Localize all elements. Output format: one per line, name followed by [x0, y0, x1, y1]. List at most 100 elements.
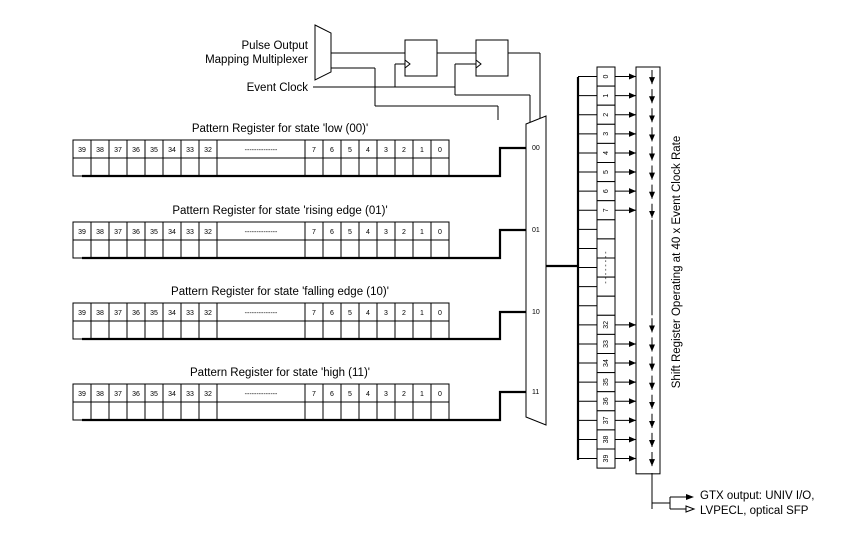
register-bit: 39 [78, 391, 86, 398]
shift-bit: 1 [603, 94, 610, 98]
register-bit: 4 [366, 310, 370, 317]
shift-bit: 4 [603, 151, 610, 155]
shift-bit: 38 [603, 435, 610, 443]
shift-bit: 35 [603, 378, 610, 386]
register-bit: 33 [186, 229, 194, 236]
register-bit: 6 [330, 310, 334, 317]
register-bit: 32 [204, 147, 212, 154]
pattern-register-0: Pattern Register for state 'low (00)' 39 3… [72, 123, 526, 178]
register-bit: 2 [402, 310, 406, 317]
mux-input-00: 00 [532, 145, 540, 152]
register-bit: 3 [384, 147, 388, 154]
register-bit: 0 [438, 391, 442, 398]
shift-bit: 0 [603, 75, 610, 79]
register-bit: 4 [366, 147, 370, 154]
register-bit: -------------- [245, 147, 278, 154]
register-bit: 6 [330, 147, 334, 154]
register-bit: 2 [402, 147, 406, 154]
register-bit: 37 [114, 310, 122, 317]
register-bit: 38 [96, 229, 104, 236]
register-bit: 39 [78, 229, 86, 236]
register-bit: -------------- [245, 229, 278, 236]
register-bit: 36 [132, 147, 140, 154]
pattern-registers: Pattern Register for state 'low (00)' 39 3… [72, 123, 526, 422]
register-bit: 33 [186, 147, 194, 154]
mux-title-line1: Pulse Output [242, 40, 309, 52]
register-bit: 34 [168, 391, 176, 398]
register-title: Pattern Register for state 'high (11)' [190, 367, 370, 379]
pattern-register-3: Pattern Register for state 'high (11)' 39… [72, 367, 526, 422]
pattern-register-1: Pattern Register for state 'rising edge … [72, 205, 526, 260]
register-title: Pattern Register for state 'falling edge… [171, 286, 389, 298]
register-bit: 32 [204, 310, 212, 317]
register-bit: 5 [348, 391, 352, 398]
shift-bit: 39 [603, 455, 610, 463]
shift-bit: 5 [603, 170, 610, 174]
register-bit: 0 [438, 229, 442, 236]
register-bit: 36 [132, 310, 140, 317]
shift-bit: 6 [603, 189, 610, 193]
register-bit: 7 [312, 310, 316, 317]
shift-bit: 32 [603, 321, 610, 329]
register-bit: 39 [78, 310, 86, 317]
register-bit: 38 [96, 310, 104, 317]
output-label-line1: GTX output: UNIV I/O, [700, 490, 814, 502]
register-bit: 3 [384, 229, 388, 236]
shift-bit: 7 [603, 208, 610, 212]
register-bit: 34 [168, 229, 176, 236]
register-bit: 1 [420, 147, 424, 154]
register-bit: 33 [186, 310, 194, 317]
output-arrow-2 [685, 505, 696, 513]
register-bit: 32 [204, 391, 212, 398]
shift-bit: 34 [603, 359, 610, 367]
register-bit: 2 [402, 391, 406, 398]
mux-input-01: 01 [532, 227, 540, 234]
register-bit: 0 [438, 147, 442, 154]
shift-bit: 3 [603, 132, 610, 136]
shift-bit: 2 [603, 113, 610, 117]
register-bit: 7 [312, 391, 316, 398]
register-bit: 7 [312, 229, 316, 236]
register-bit: 1 [420, 391, 424, 398]
register-bit: 5 [348, 310, 352, 317]
register-bit: 5 [348, 229, 352, 236]
register-bit: 1 [420, 229, 424, 236]
shift-bit: 33 [603, 340, 610, 348]
register-bit: 5 [348, 147, 352, 154]
register-bit: 4 [366, 391, 370, 398]
register-bit: 1 [420, 310, 424, 317]
mux-input-11: 11 [532, 389, 539, 396]
register-bit: 6 [330, 391, 334, 398]
pulse-output-mux [314, 24, 332, 81]
register-bit: 3 [384, 310, 388, 317]
flip-flop-1 [404, 39, 438, 77]
shift-bit: 37 [603, 416, 610, 424]
register-bit: 35 [150, 147, 158, 154]
register-bit: 37 [114, 229, 122, 236]
register-bit: 0 [438, 310, 442, 317]
register-bit: 37 [114, 147, 122, 154]
register-bit: 7 [312, 147, 316, 154]
register-bit: 39 [78, 147, 86, 154]
register-bit: 35 [150, 391, 158, 398]
register-title: Pattern Register for state 'low (00)' [192, 123, 368, 135]
register-bit: 36 [132, 391, 140, 398]
register-bit: 3 [384, 391, 388, 398]
shift-gap: - - - - - - - - [603, 251, 610, 284]
register-bit: 32 [204, 229, 212, 236]
register-bit: 38 [96, 391, 104, 398]
register-bit: 4 [366, 229, 370, 236]
output-arrow-1 [686, 494, 694, 500]
register-title: Pattern Register for state 'rising edge … [172, 205, 387, 217]
shift-bit: 36 [603, 397, 610, 405]
register-bit: 2 [402, 229, 406, 236]
register-bit: -------------- [245, 310, 278, 317]
pattern-register-2: Pattern Register for state 'falling edge… [72, 286, 526, 341]
output-label-line2: LVPECL, optical SFP [700, 505, 809, 517]
mux-title-line2: Mapping Multiplexer [205, 54, 308, 66]
register-bit: 35 [150, 310, 158, 317]
register-bit: 36 [132, 229, 140, 236]
flip-flop-2 [475, 39, 509, 77]
